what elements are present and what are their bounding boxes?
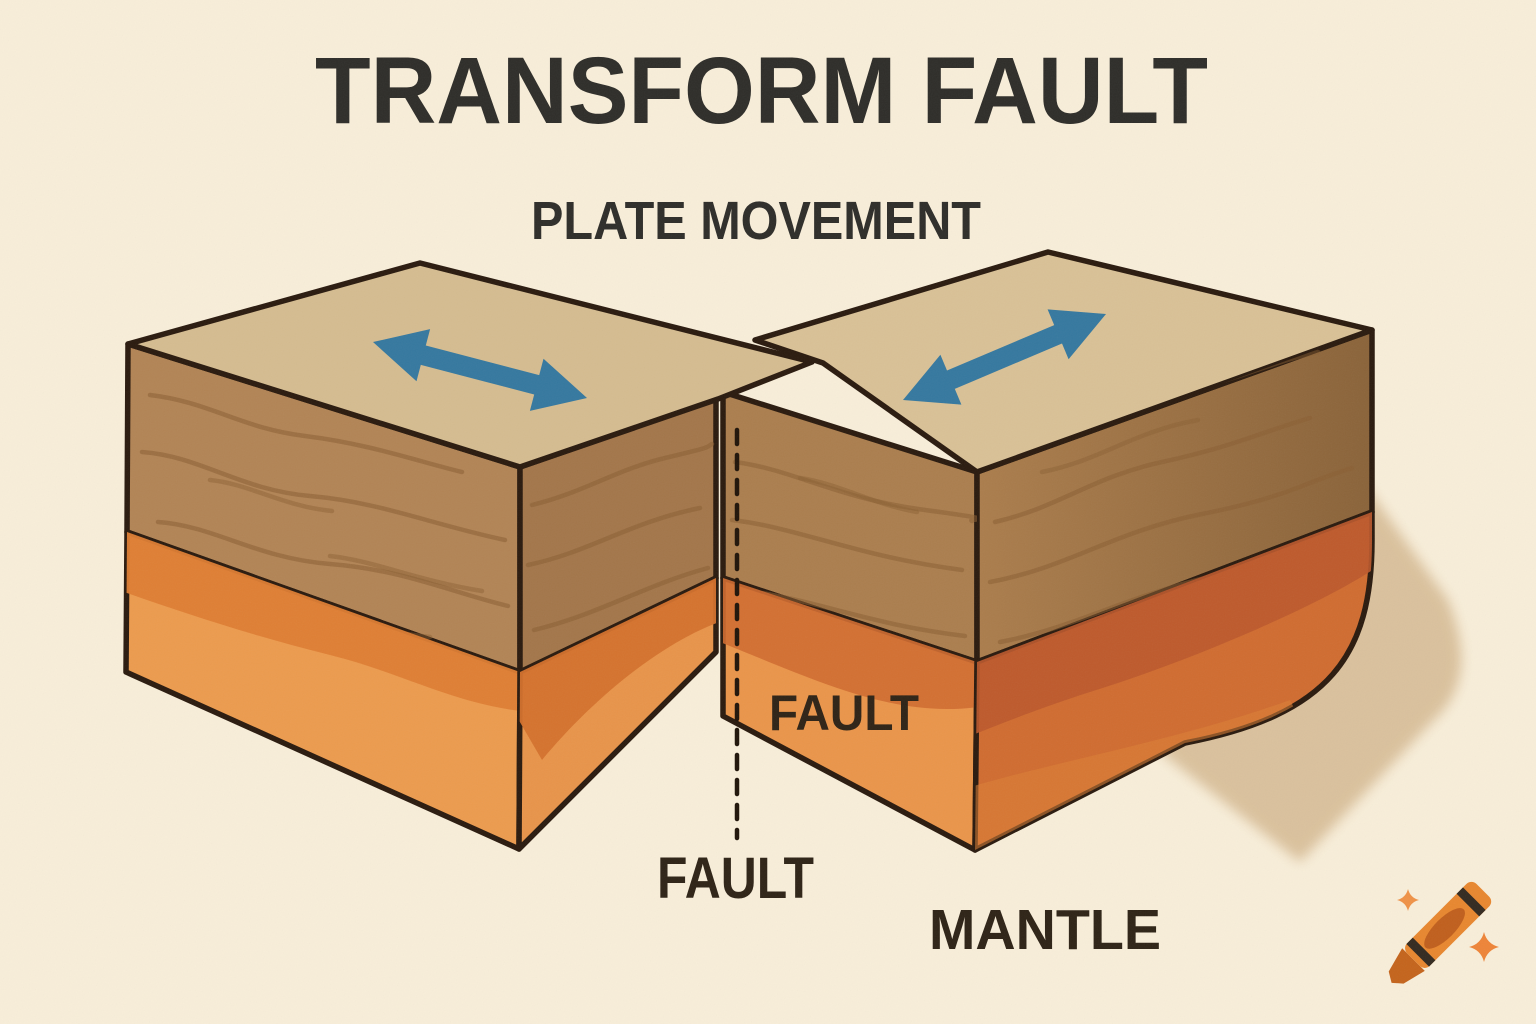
diagram-artwork: TRANSFORM FAULT PLATE MOVEMENT FAULT FAU… <box>0 0 1536 1024</box>
transform-fault-diagram: TRANSFORM FAULT PLATE MOVEMENT FAULT FAU… <box>0 0 1536 1024</box>
paper-grain-overlay <box>0 0 1536 1024</box>
